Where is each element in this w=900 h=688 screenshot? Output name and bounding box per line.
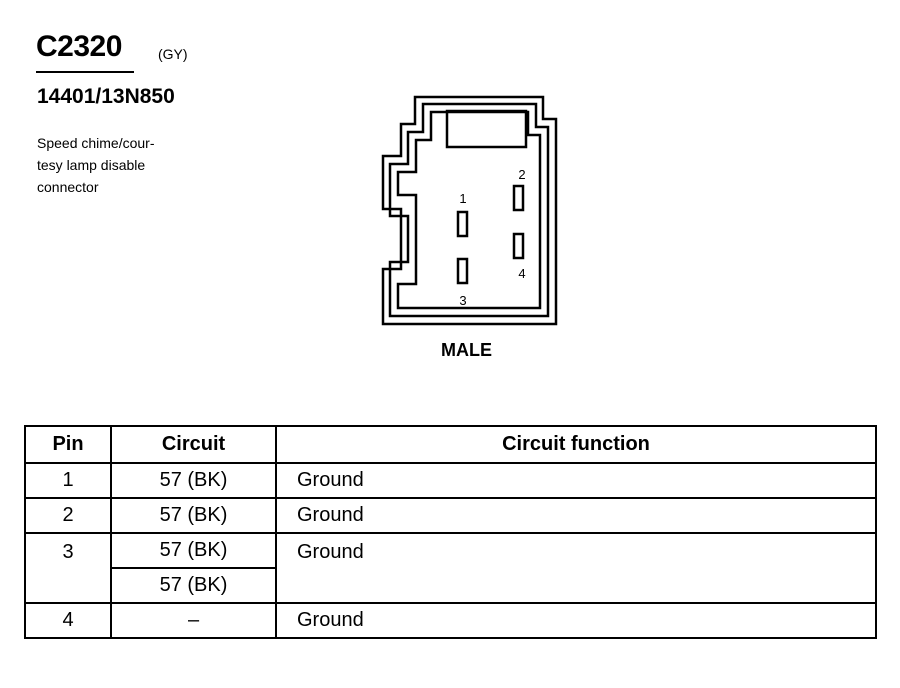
description-line: tesy lamp disable: [37, 157, 146, 173]
circuit-cell: 57 (BK): [110, 497, 277, 534]
pin-cell: 4: [24, 602, 112, 639]
table-header-row: Pin Circuit Circuit function: [24, 425, 877, 464]
pin-terminal-4: [512, 232, 525, 260]
circuit-cell: –: [110, 602, 277, 639]
function-cell: Ground: [275, 602, 877, 639]
pin-terminal-3: [456, 257, 469, 285]
connector-id: C2320: [36, 30, 122, 63]
connector-description: Speed chime/cour- tesy lamp disable conn…: [37, 132, 197, 198]
connector-locking-tab: [445, 109, 528, 149]
table-row: 57 (BK): [25, 567, 876, 604]
connector-inner-outline: [396, 110, 542, 310]
part-number: 14401/13N850: [37, 85, 175, 108]
pin-terminal-1: [456, 210, 469, 238]
header-circuit: Circuit: [110, 425, 277, 464]
table-row: 2 57 (BK) Ground: [24, 497, 877, 534]
pinout-table: Pin Circuit Circuit function 1 57 (BK) G…: [24, 425, 877, 639]
pin-label-1: 1: [459, 191, 466, 206]
table-row: 4 – Ground: [24, 602, 877, 639]
table-row: 1 57 (BK) Ground: [24, 462, 877, 499]
connector-color: (GY): [158, 46, 188, 62]
connector-face-diagram: 1 2 3 4: [381, 95, 558, 326]
pin-cell: 1: [24, 462, 112, 499]
pin-label-2: 2: [518, 167, 525, 182]
connector-gender-label: MALE: [441, 340, 492, 360]
function-cell: Ground: [275, 497, 877, 534]
header-pin: Pin: [24, 425, 112, 464]
pin-terminal-2: [512, 184, 525, 212]
function-cell: Ground: [275, 462, 877, 499]
circuit-cell: 57 (BK): [110, 532, 277, 569]
connector-outer-outline: [381, 95, 558, 326]
pin-label-4: 4: [518, 266, 525, 281]
circuit-cell: 57 (BK): [110, 462, 277, 499]
table-row: 3 57 (BK) Ground: [24, 532, 877, 604]
pin-cell: 2: [24, 497, 112, 534]
pin-cell: 3: [24, 532, 112, 604]
description-line: connector: [37, 179, 99, 195]
connector-id-underline: [36, 71, 134, 73]
description-line: Speed chime/cour-: [37, 135, 155, 151]
header-circuit-function: Circuit function: [275, 425, 877, 464]
function-cell: Ground: [275, 532, 877, 604]
pin-label-3: 3: [459, 293, 466, 308]
connector-middle-outline: [388, 102, 550, 318]
circuit-cell: 57 (BK): [110, 567, 277, 604]
